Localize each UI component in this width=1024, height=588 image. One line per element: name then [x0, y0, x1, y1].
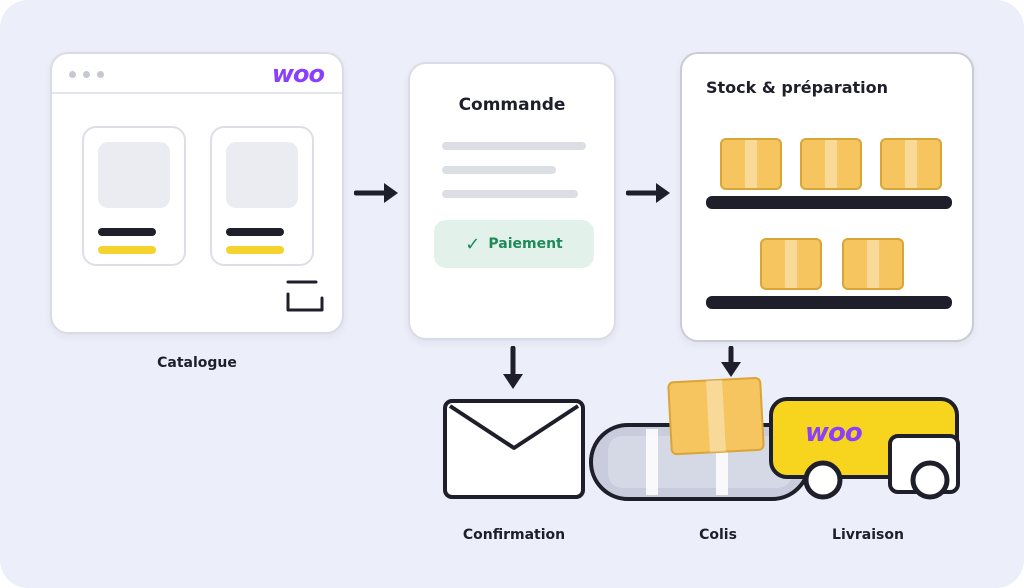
order-line — [442, 142, 586, 150]
product-card — [82, 126, 186, 266]
truck-brand-logo: woo — [805, 418, 863, 448]
product-card — [210, 126, 314, 266]
stock-card: Stock & préparation — [680, 52, 974, 342]
order-title: Commande — [458, 95, 566, 115]
payment-label: Paiement — [488, 236, 563, 252]
product-image-placeholder — [226, 142, 298, 208]
parcel-box-icon — [720, 138, 782, 190]
product-image-placeholder — [98, 142, 170, 208]
order-line — [442, 190, 578, 198]
arrow-right-icon — [626, 183, 670, 203]
arrow-right-icon — [354, 183, 398, 203]
catalog-label: Catalogue — [157, 355, 237, 371]
delivery-truck-icon — [769, 397, 960, 500]
product-title-line — [226, 228, 284, 236]
parcel-box-icon — [800, 138, 862, 190]
parcel-box-icon — [760, 238, 822, 290]
product-price-line — [226, 246, 284, 254]
order-card: Commande ✓ Paiement — [408, 62, 616, 340]
catalog-window: woo — [50, 52, 344, 334]
parcel-label: Colis — [699, 527, 737, 543]
arrow-down-icon — [503, 346, 523, 389]
order-line — [442, 166, 556, 174]
brand-logo: woo — [271, 60, 325, 88]
stock-title: Stock & préparation — [706, 78, 889, 97]
window-dot — [97, 71, 104, 78]
arrow-down-icon — [721, 346, 741, 377]
confirmation-label: Confirmation — [462, 527, 566, 543]
product-title-line — [98, 228, 156, 236]
window-dot — [69, 71, 76, 78]
window-dot — [83, 71, 90, 78]
payment-badge: ✓ Paiement — [434, 220, 594, 268]
parcel-box-icon — [842, 238, 904, 290]
check-icon: ✓ — [465, 233, 481, 255]
parcel-box-icon — [667, 376, 765, 456]
product-price-line — [98, 246, 156, 254]
shelf — [706, 196, 952, 209]
envelope-icon — [443, 399, 585, 499]
delivery-label: Livraison — [832, 527, 904, 543]
parcel-box-icon — [880, 138, 942, 190]
cart-icon — [286, 280, 324, 312]
shelf — [706, 296, 952, 309]
window-titlebar-divider — [52, 92, 342, 94]
